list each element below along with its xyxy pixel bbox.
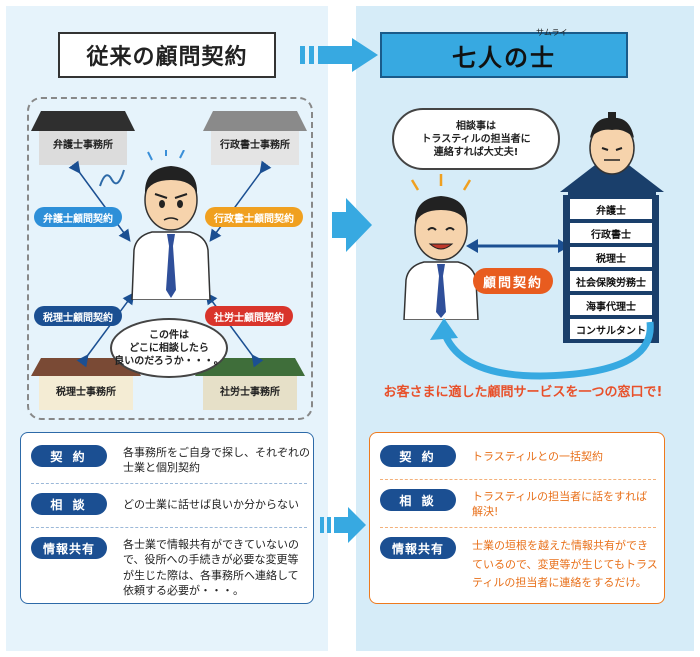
speech-line-2: トラスティルの担当者に bbox=[421, 133, 531, 145]
tag-sharing: 情報共有 bbox=[31, 537, 107, 559]
samurai-row-contract: 契 約 トラスティルとの一括契約 bbox=[380, 445, 603, 467]
worry-thought-cloud: この件は どこに相談したら 良いのだろうか・・・。 bbox=[110, 318, 228, 378]
samurai-tower-roof-icon bbox=[560, 112, 664, 200]
tax-office-label: 税理士事務所 bbox=[56, 387, 116, 398]
admin-office-house-icon bbox=[203, 111, 307, 165]
traditional-title: 従来の顧問契約 bbox=[58, 32, 276, 78]
right-sharing-text-3: ティルの担当者に連絡をするだけ。 bbox=[472, 576, 647, 590]
service-labor-consultant: 社会保険労務士 bbox=[569, 270, 653, 292]
thought-line-1: この件は bbox=[149, 329, 189, 341]
happy-customer-icon bbox=[403, 174, 479, 320]
left-sharing-text-1: 各士業で情報共有ができていないの bbox=[123, 538, 299, 551]
traditional-details-box: 契 約 各事務所をご自身で探し、それぞれの 士業と個別契約 相 談 どの士業に話… bbox=[20, 432, 314, 604]
divider bbox=[380, 527, 656, 528]
right-consult-text-1: トラスティルの担当者に話をすれば bbox=[472, 490, 648, 503]
samurai-details-box: 契 約 トラスティルとの一括契約 相 談 トラスティルの担当者に話をすれば 解決… bbox=[369, 432, 665, 604]
speech-line-1: 相談事は bbox=[455, 120, 496, 132]
divider bbox=[380, 479, 656, 480]
worried-customer-icon bbox=[131, 150, 211, 300]
left-sharing-text-3: が生じた際は、各事務所へ連絡して bbox=[123, 568, 299, 582]
left-contract-text-2: 士業と個別契約 bbox=[123, 461, 200, 475]
detail-row-contract: 契 約 各事務所をご自身で探し、それぞれの 士業と個別契約 bbox=[31, 445, 310, 476]
traditional-diagram-frame bbox=[27, 97, 313, 420]
left-contract-text-1: 各事務所をご自身で探し、それぞれの bbox=[123, 446, 310, 459]
divider bbox=[31, 527, 307, 528]
bottom-arrow-icon bbox=[320, 507, 366, 543]
lawyer-office-label: 弁護士事務所 bbox=[53, 140, 113, 151]
admin-office-label: 行政書士事務所 bbox=[220, 140, 290, 151]
service-lawyer: 弁護士 bbox=[569, 198, 653, 220]
samurai-tag-sharing: 情報共有 bbox=[380, 537, 456, 559]
service-tax-accountant: 税理士 bbox=[569, 246, 653, 268]
left-consult-text-1: どの士業に話せば良いか分からない bbox=[123, 498, 299, 511]
right-sharing-text-1: 士業の垣根を越えた情報共有ができ bbox=[472, 539, 648, 552]
left-sharing-text-2: で、役所への手続きが必要な変更等 bbox=[123, 553, 299, 567]
return-curve-arrow-icon bbox=[430, 318, 654, 380]
labor-office-label: 社労士事務所 bbox=[220, 387, 280, 398]
tag-contract: 契 約 bbox=[31, 445, 107, 467]
one-stop-tagline: お客さまに適した顧問サービスを一つの窓口で! bbox=[383, 385, 663, 400]
tax-contract-pill: 税理士顧問契約 bbox=[34, 306, 122, 326]
thought-line-2: どこに相談したら bbox=[129, 342, 209, 354]
contract-double-arrow-icon bbox=[466, 239, 570, 253]
samurai-tag-consult: 相 談 bbox=[380, 489, 456, 511]
seven-samurai-title: 七人の士 bbox=[380, 32, 628, 78]
thought-line-3: 良いのだろうか・・・。 bbox=[114, 355, 224, 367]
right-contract-text-1: トラスティルとの一括契約 bbox=[472, 450, 604, 463]
samurai-row-sharing: 情報共有 士業の垣根を越えた情報共有ができ ているので、変更等が生じてもトラス … bbox=[380, 537, 658, 593]
service-maritime-agent: 海事代理士 bbox=[569, 294, 653, 316]
labor-contract-pill: 社労士顧問契約 bbox=[205, 306, 293, 326]
samurai-row-consult: 相 談 トラスティルの担当者に話をすれば 解決! bbox=[380, 489, 647, 520]
service-admin-scrivener: 行政書士 bbox=[569, 222, 653, 244]
divider bbox=[31, 483, 307, 484]
right-consult-text-2: 解決! bbox=[472, 505, 499, 519]
right-sharing-text-2: ているので、変更等が生じてもトラス bbox=[472, 557, 658, 571]
title-arrow-icon bbox=[300, 38, 378, 72]
lawyer-office-house-icon bbox=[31, 111, 135, 165]
speech-line-3: 連絡すれば大丈夫! bbox=[433, 146, 519, 158]
title-ruby: サムライ bbox=[536, 28, 568, 37]
left-sharing-text-4: 依頼する必要が・・・。 bbox=[123, 584, 244, 598]
tag-consult: 相 談 bbox=[31, 493, 107, 515]
lawyer-contract-pill: 弁護士顧問契約 bbox=[34, 207, 122, 227]
reassurance-speech-bubble: 相談事は トラスティルの担当者に 連絡すれば大丈夫! bbox=[392, 108, 560, 170]
advisory-contract-pill: 顧問契約 bbox=[473, 268, 553, 294]
middle-arrow-icon bbox=[332, 198, 372, 252]
samurai-tag-contract: 契 約 bbox=[380, 445, 456, 467]
admin-contract-pill: 行政書士顧問契約 bbox=[205, 207, 303, 227]
worry-squiggle-icon bbox=[99, 169, 125, 187]
detail-row-sharing: 情報共有 各士業で情報共有ができていないの で、役所への手続きが必要な変更等 が… bbox=[31, 537, 299, 599]
detail-row-consult: 相 談 どの士業に話せば良いか分からない bbox=[31, 493, 299, 515]
